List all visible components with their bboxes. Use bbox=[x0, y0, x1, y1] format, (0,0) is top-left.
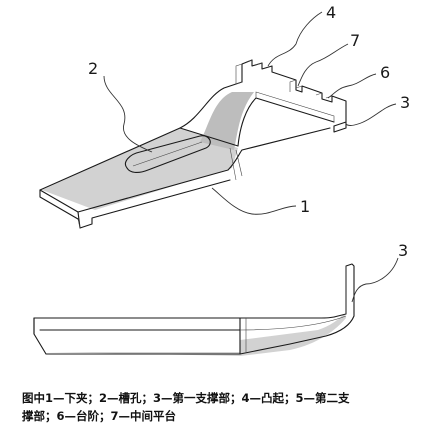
leader-lines-top bbox=[103, 11, 397, 215]
figure-caption: 图中1—下夹；2—槽孔；3—第一支撑部；4—凸起；5—第二支 撑部；6—台阶；7… bbox=[22, 389, 422, 425]
caption-line-2: 撑部；6—台阶；7—中间平台 bbox=[22, 409, 177, 423]
label-1: 1 bbox=[300, 197, 310, 216]
label-3-top: 3 bbox=[400, 93, 410, 112]
caption-line-1: 图中1—下夹；2—槽孔；3—第一支撑部；4—凸起；5—第二支 bbox=[22, 391, 350, 405]
label-3-side: 3 bbox=[398, 241, 408, 260]
leader-line-side bbox=[351, 257, 399, 303]
slot-hole bbox=[124, 135, 211, 173]
lower-clamp-perspective-view bbox=[39, 59, 347, 229]
label-2: 2 bbox=[88, 59, 98, 78]
label-5: 5 bbox=[0, 0, 10, 4]
support-plate bbox=[241, 59, 347, 127]
lower-clamp-side-view bbox=[33, 263, 355, 356]
label-6: 6 bbox=[380, 63, 390, 82]
label-4: 4 bbox=[326, 3, 336, 22]
label-7: 7 bbox=[350, 31, 360, 50]
side-body-outline bbox=[33, 263, 355, 355]
